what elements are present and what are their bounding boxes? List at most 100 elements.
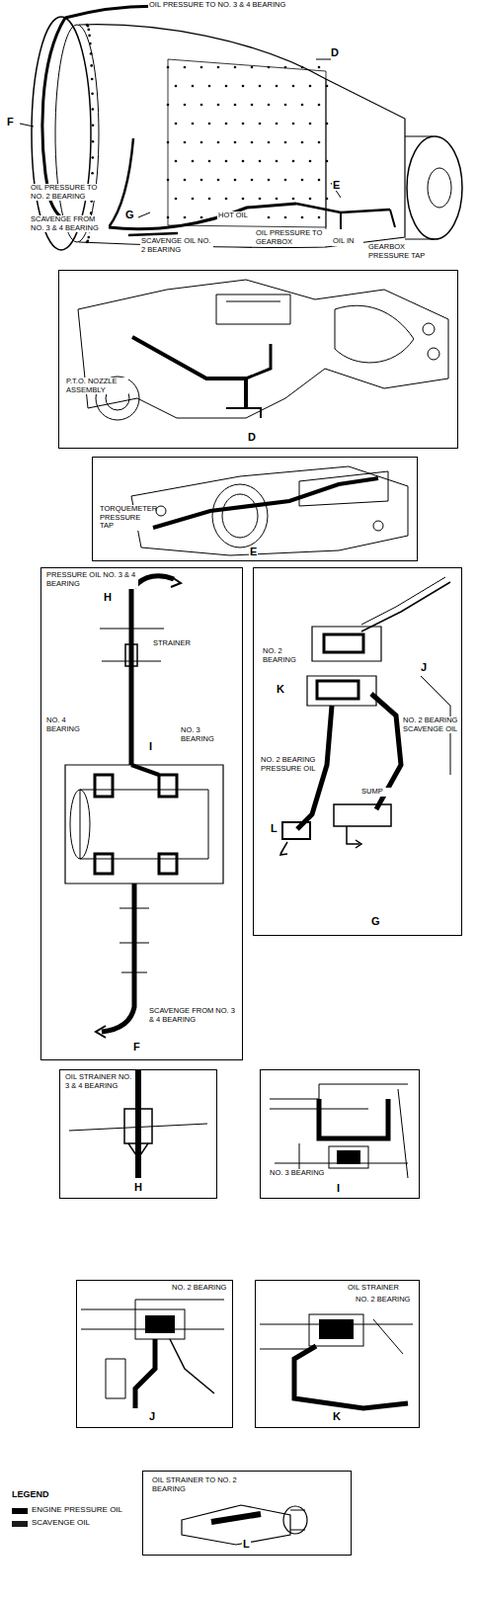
callout-letter: F — [5, 116, 15, 128]
rivet-dot — [284, 178, 288, 182]
rivet-dot — [309, 122, 313, 126]
rivet-dot — [301, 216, 305, 220]
rivet-dot — [88, 42, 92, 46]
engine-overview — [19, 5, 463, 250]
rivet-dot — [309, 159, 313, 163]
part-label: OIL STRAINER — [346, 1282, 412, 1292]
rivet-dot — [292, 122, 296, 126]
callout-letter: L — [269, 822, 279, 834]
rivet-dot — [86, 24, 90, 28]
line-label: OIL PRESSURE TO GEARBOX — [254, 229, 328, 246]
rivet-dot — [292, 159, 296, 163]
part-label: NO. 2 BEARING — [261, 646, 310, 664]
rivet-dot — [191, 84, 195, 88]
rivet-dot — [241, 159, 245, 163]
part-label: TORQUEMETER PRESSURE TAP — [98, 504, 153, 531]
rivet-dot — [174, 159, 178, 163]
rivet-dot — [250, 103, 254, 107]
rivet-dot — [325, 197, 329, 201]
rivet-dot — [174, 197, 178, 201]
callout-letter: J — [419, 661, 428, 673]
rivet-dot — [275, 159, 279, 163]
rivet-dot — [275, 197, 279, 201]
rivet-dot — [258, 159, 262, 163]
rivet-dot — [301, 103, 305, 107]
rivet-dot — [234, 103, 238, 107]
pto-nozzle-drawing — [78, 279, 449, 420]
rivet-dot — [200, 216, 204, 220]
rivet-dot — [166, 178, 170, 182]
part-label: SUMP — [360, 787, 393, 796]
rivet-dot — [234, 66, 238, 70]
rivet-dot — [250, 178, 254, 182]
rivet-dot — [85, 240, 89, 244]
rivet-dot — [91, 140, 95, 144]
rivet-dot — [309, 197, 313, 201]
rivet-dot — [292, 84, 296, 88]
figure-panel: OIL STRAINER TO NO. 2 BEARINGL — [142, 1469, 352, 1555]
rivet-dot — [217, 178, 221, 182]
figure-panel: NO. 3 BEARINGI — [259, 1068, 420, 1198]
rivet-dot — [309, 84, 313, 88]
rivet-dot — [225, 122, 229, 126]
rivet-dot — [91, 123, 95, 127]
callout-letter: G — [124, 209, 136, 221]
rivet-dot — [208, 84, 212, 88]
torquemeter-drawing — [131, 466, 408, 556]
rivet-dot — [217, 103, 221, 107]
rivet-dot — [166, 103, 170, 107]
bearing-3-4-drawing — [65, 575, 224, 1037]
part-label: NO. 3 BEARING — [268, 1168, 326, 1178]
rivet-dot — [318, 216, 321, 220]
rivet-dot — [225, 197, 229, 201]
part-label: STRAINER — [152, 638, 204, 648]
rivet-dot — [86, 28, 90, 32]
figure-panel: PRESSURE OIL NO. 3 & 4 BEARINGHSTRAINERN… — [40, 566, 243, 1060]
rivet-dot — [275, 84, 279, 88]
rivet-dot — [89, 211, 93, 215]
rivet-dot — [325, 159, 329, 163]
legend-swatch — [11, 1507, 28, 1513]
line-label: SCAVENGE FROM NO. 3 & 4 BEARING — [29, 215, 109, 233]
rivet-dot — [200, 178, 204, 182]
rivet-dot — [258, 197, 262, 201]
legend-text: SCAVENGE OIL — [31, 1517, 90, 1527]
rivet-dot — [89, 52, 93, 56]
rivet-dot — [267, 141, 271, 145]
rivet-dot — [318, 178, 321, 182]
legend-swatch — [11, 1519, 28, 1526]
rivet-dot — [208, 122, 212, 126]
rivet-dot — [191, 122, 195, 126]
part-label: NO. 4 BEARING — [45, 715, 95, 733]
figure-panel: NO. 2 BEARINGJ — [76, 1278, 234, 1428]
line-label: GEARBOX PRESSURE TAP — [367, 242, 441, 260]
rivet-dot — [267, 178, 271, 182]
rivet-dot — [217, 141, 221, 145]
rivet-dot — [318, 66, 321, 70]
callout-letter: G — [370, 915, 382, 927]
line-label: OIL PRESSURE TO NO. 2 BEARING — [29, 183, 113, 201]
rivet-dot — [234, 141, 238, 145]
callout-letter: D — [246, 431, 257, 443]
rivet-dot — [90, 78, 94, 81]
rivet-dot — [87, 34, 91, 38]
rivet-dot — [225, 84, 229, 88]
callout-letter: H — [102, 591, 113, 603]
rivet-dot — [183, 66, 187, 70]
part-label: NO. 2 BEARING PRESSURE OIL — [259, 755, 319, 773]
rivet-dot — [90, 92, 94, 96]
rivet-dot — [183, 178, 187, 182]
callout-letter: E — [248, 546, 258, 557]
rivet-dot — [200, 103, 204, 107]
rivet-dot — [208, 197, 212, 201]
rivet-dot — [90, 171, 94, 175]
rivet-dot — [301, 178, 305, 182]
part-label: NO. 2 BEARING SCAVENGE OIL — [401, 715, 460, 733]
part-label: SCAVENGE FROM NO. 3 & 4 BEARING — [148, 1006, 238, 1024]
rivet-dot — [225, 159, 229, 163]
rivet-dot — [183, 216, 187, 220]
rivet-dot — [86, 236, 90, 239]
callout-letter: I — [148, 740, 154, 752]
rivet-dot — [318, 141, 321, 145]
